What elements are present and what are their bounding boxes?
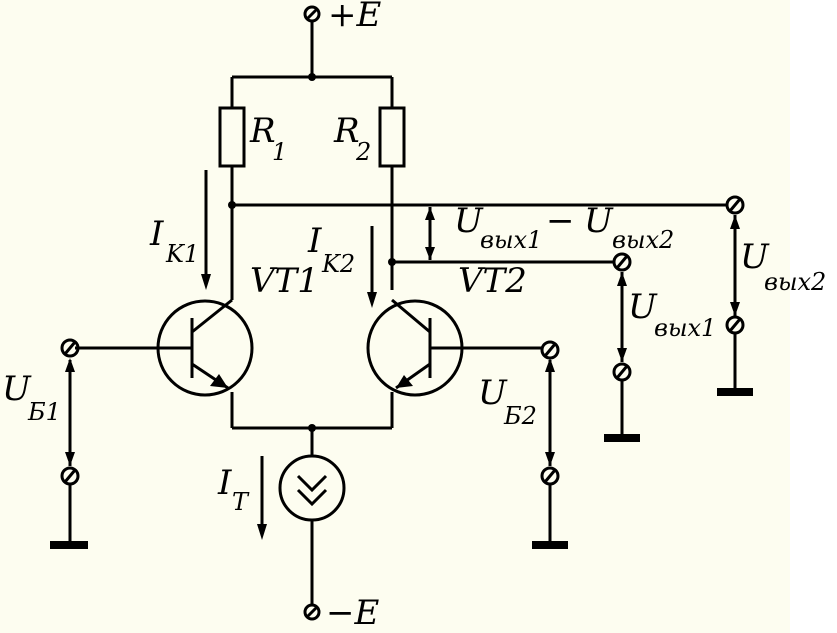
input-ub1 [50,338,88,549]
label-ik1: I K1 [149,214,199,268]
current-arrow-it [257,456,267,540]
label-vt1: VT1 [250,261,319,301]
label-ub2: U Б2 [478,373,537,430]
input-ub2 [532,340,568,549]
label-uout2: U вых2 [740,237,826,296]
label-it: I T [217,463,250,516]
label-r2: R 2 [333,111,371,166]
label-supply-neg: −E [326,593,379,633]
output-wires [228,195,745,272]
label-udiff: U вых1 − U вых2 [454,201,674,254]
top-supply [230,5,394,108]
label-ub1: U Б1 [2,369,61,426]
label-ik2: I K2 [307,221,355,278]
label-vt2: VT2 [458,261,527,301]
output-uout2 [717,215,753,396]
background-panel [0,0,790,633]
transistor-vt2 [366,298,543,428]
label-r1: R 1 [249,111,287,166]
transistor-vt1 [75,290,254,428]
label-supply-pos: +E [328,0,381,35]
current-arrow-ik2 [367,226,377,308]
output-uout1 [604,272,640,442]
differential-voltage-arrow [425,207,435,260]
current-source [232,424,392,621]
label-uout1: U вых1 [628,287,716,342]
current-arrow-ik1 [201,170,211,290]
